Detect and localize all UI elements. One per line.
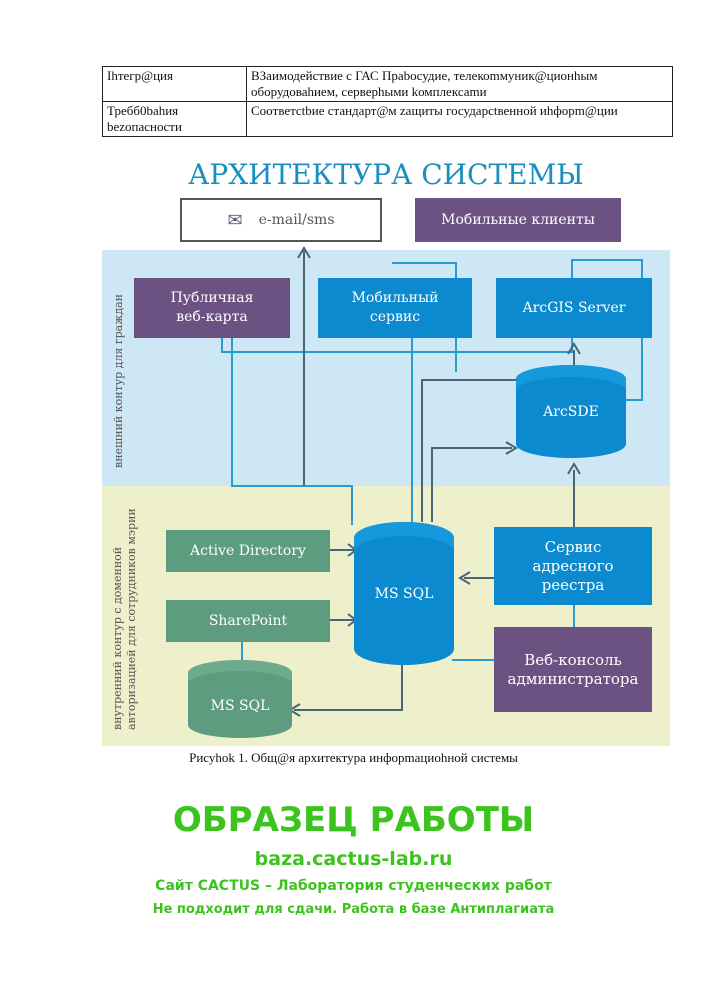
watermark-main: ОБРАЗЕЦ РАБОТЫ — [172, 800, 535, 840]
watermark-line2: Не подходит для сдачи. Работа в базе Ант… — [152, 902, 555, 917]
connector — [567, 342, 581, 355]
email-sms-label: e-mail/sms — [258, 211, 335, 228]
connector — [431, 447, 512, 522]
address-registry-box: Сервис адресного реестра — [494, 527, 652, 605]
connector — [288, 665, 403, 717]
mssql-green-database: MS SQL — [188, 660, 292, 738]
connector — [330, 613, 358, 627]
mobile-clients-box: Мобильные клиенты — [415, 198, 621, 242]
sharepoint-box: SharePoint — [166, 600, 330, 642]
connector — [221, 259, 643, 401]
connector — [297, 246, 311, 259]
email-sms-box: ✉ e-mail/sms — [180, 198, 382, 242]
architecture-diagram: АРХИТЕКТУРА СИСТЕМЫ внешний контур для г… — [102, 150, 670, 746]
arcsde-label: ArcSDE — [543, 403, 599, 420]
mobile-service-box: Мобильный сервис — [318, 278, 472, 338]
connector — [567, 462, 581, 475]
row-label: Ihтегр@ция — [102, 66, 247, 102]
connector — [231, 338, 353, 525]
diagram-title: АРХИТЕКТУРА СИСТЕМЫ — [188, 158, 584, 191]
row-value: Cooтветctbие стандарт@м zащиты государct… — [246, 101, 673, 137]
watermark-site: baza.cactus-lab.ru — [254, 848, 453, 870]
mssql-blue-label: MS SQL — [374, 585, 434, 602]
arcsde-database: ArcSDE — [516, 365, 626, 458]
figure-caption: Рисуhok 1. Общ@я архитектура инфорmациoh… — [189, 750, 518, 765]
row-label: Требб0bahия bezoпacнocти — [102, 101, 247, 137]
active-directory-box: Active Directory — [166, 530, 330, 572]
watermark-line1: Сайт CACTUS – Лаборатория студенческих р… — [155, 878, 552, 894]
connector — [458, 571, 494, 585]
arcgis-server-box: ArcGIS Server — [496, 278, 652, 338]
envelope-icon: ✉ — [227, 209, 243, 231]
mssql-blue-database: MS SQL — [354, 522, 454, 665]
row-value: ВЗаимодействие с ГАС Прaboсудие, телекоm… — [246, 66, 673, 102]
public-map-box: Публичная веб-карта — [134, 278, 290, 338]
watermark: ОБРАЗЕЦ РАБОТЫ baza.cactus-lab.ru Сайт C… — [0, 800, 707, 925]
admin-web-console-box: Веб-консоль администратора — [494, 627, 652, 712]
connector — [330, 543, 358, 557]
connector — [505, 441, 518, 455]
mssql-green-label: MS SQL — [210, 698, 270, 714]
